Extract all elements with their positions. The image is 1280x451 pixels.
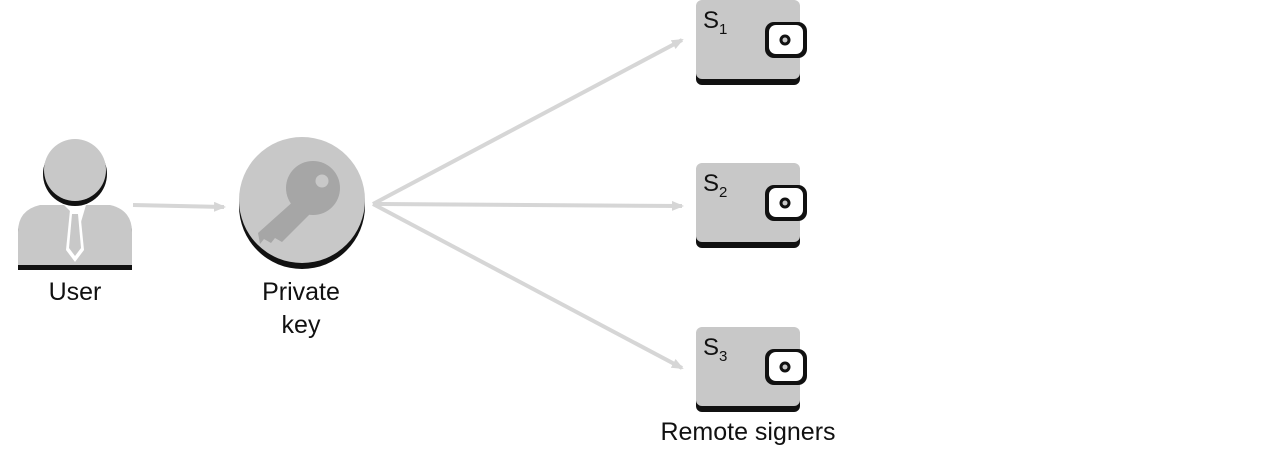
signer-wallet-2: S2 xyxy=(696,163,807,248)
connection-arrows xyxy=(132,38,684,370)
private-key-label-line1: Private xyxy=(262,278,340,306)
arrow-key-to-signer-3 xyxy=(372,202,684,370)
signer-label-1: S1 xyxy=(703,7,727,38)
signer-wallet-3: S3 xyxy=(696,327,807,412)
remote-signers-caption: Remote signers xyxy=(660,418,835,446)
arrow-user-to-key xyxy=(132,201,226,212)
signer-label-3: S3 xyxy=(703,334,727,365)
signer-wallet-1: S1 xyxy=(696,0,807,85)
user-icon xyxy=(18,139,132,270)
private-key-label-line2: key xyxy=(282,311,321,339)
user-label: User xyxy=(49,278,102,306)
signer-label-2: S2 xyxy=(703,170,727,201)
key-icon xyxy=(239,137,365,269)
arrow-key-to-signer-1 xyxy=(372,38,684,206)
arrow-key-to-signer-2 xyxy=(372,200,684,211)
